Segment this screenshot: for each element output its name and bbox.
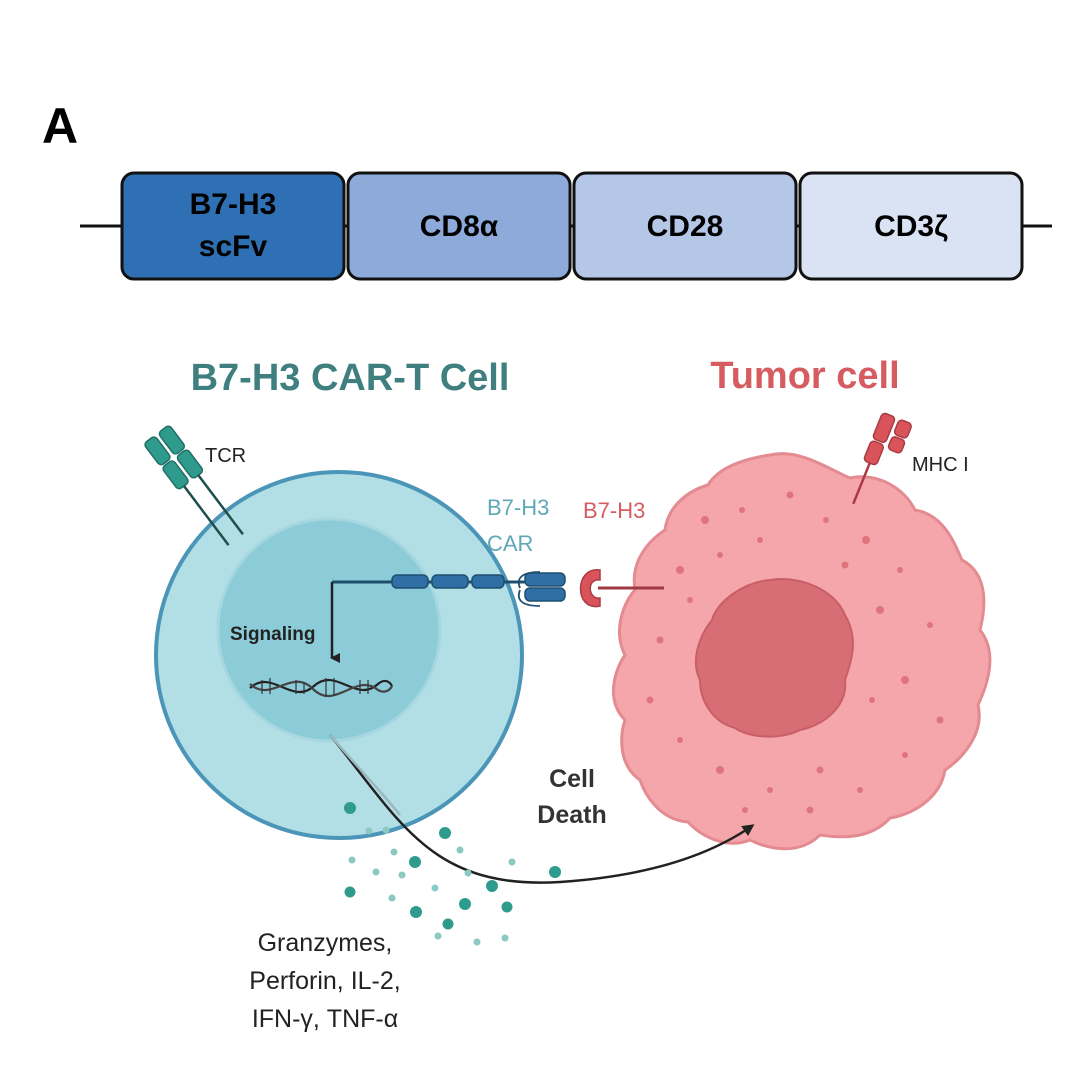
secreted-factors-line3: IFN-γ, TNF-α: [252, 1005, 398, 1033]
domain-label-line1: CD3ζ: [874, 210, 948, 243]
secreted-granules: [344, 802, 561, 946]
tcr-receptor-icon: [144, 425, 244, 546]
car-label-line1: B7-H3: [487, 495, 549, 520]
construct-domain: B7-H3 scFv: [120, 171, 346, 281]
mhc-receptor-icon: [852, 412, 912, 505]
domain-label-line1: B7-H3: [190, 188, 277, 221]
domain-label-line1: CD8α: [420, 210, 499, 243]
tcr-label: TCR: [205, 445, 246, 467]
domain-label-line1: CD28: [647, 210, 724, 243]
cytotoxicity-arrow-fade: [329, 734, 401, 816]
antigen-label: B7-H3: [583, 498, 645, 523]
b7h3-antigen-icon: [579, 569, 664, 608]
construct-domain: CD8α: [346, 171, 572, 281]
tumor-cell-title: Tumor cell: [710, 355, 899, 397]
domain-box: [798, 171, 1024, 281]
domain-label-line2: scFv: [199, 230, 268, 263]
secreted-factors-line1: Granzymes,: [258, 929, 393, 957]
secreted-factors-line2: Perforin, IL-2,: [249, 967, 400, 995]
car-receptor-icon: [332, 571, 566, 607]
tumor-granules: [646, 491, 944, 814]
domain-box: [120, 171, 346, 281]
mhc-label: MHC I: [912, 454, 969, 476]
domain-box: [346, 171, 572, 281]
construct-domain: CD3ζ: [798, 171, 1024, 281]
cart-cell: [154, 470, 524, 840]
cart-cell-nucleus: [216, 517, 442, 743]
cytotoxicity-arrow: [329, 734, 755, 884]
dna-helix-icon: [249, 678, 393, 697]
cell-death-label-line2: Death: [537, 801, 606, 829]
construct-domain: CD28: [572, 171, 798, 281]
car-construct: B7-H3 scFv CD8α CD28 CD3ζ: [80, 171, 1052, 281]
cart-cell-title: B7-H3 CAR-T Cell: [191, 357, 510, 399]
cell-death-label-line1: Cell: [549, 765, 595, 793]
signaling-label: Signaling: [230, 624, 316, 645]
domain-box: [572, 171, 798, 281]
tumor-cell-nucleus: [695, 578, 854, 738]
car-label-line2: CAR: [487, 531, 533, 556]
panel-label: A: [42, 98, 78, 154]
tumor-cell: [611, 452, 992, 851]
